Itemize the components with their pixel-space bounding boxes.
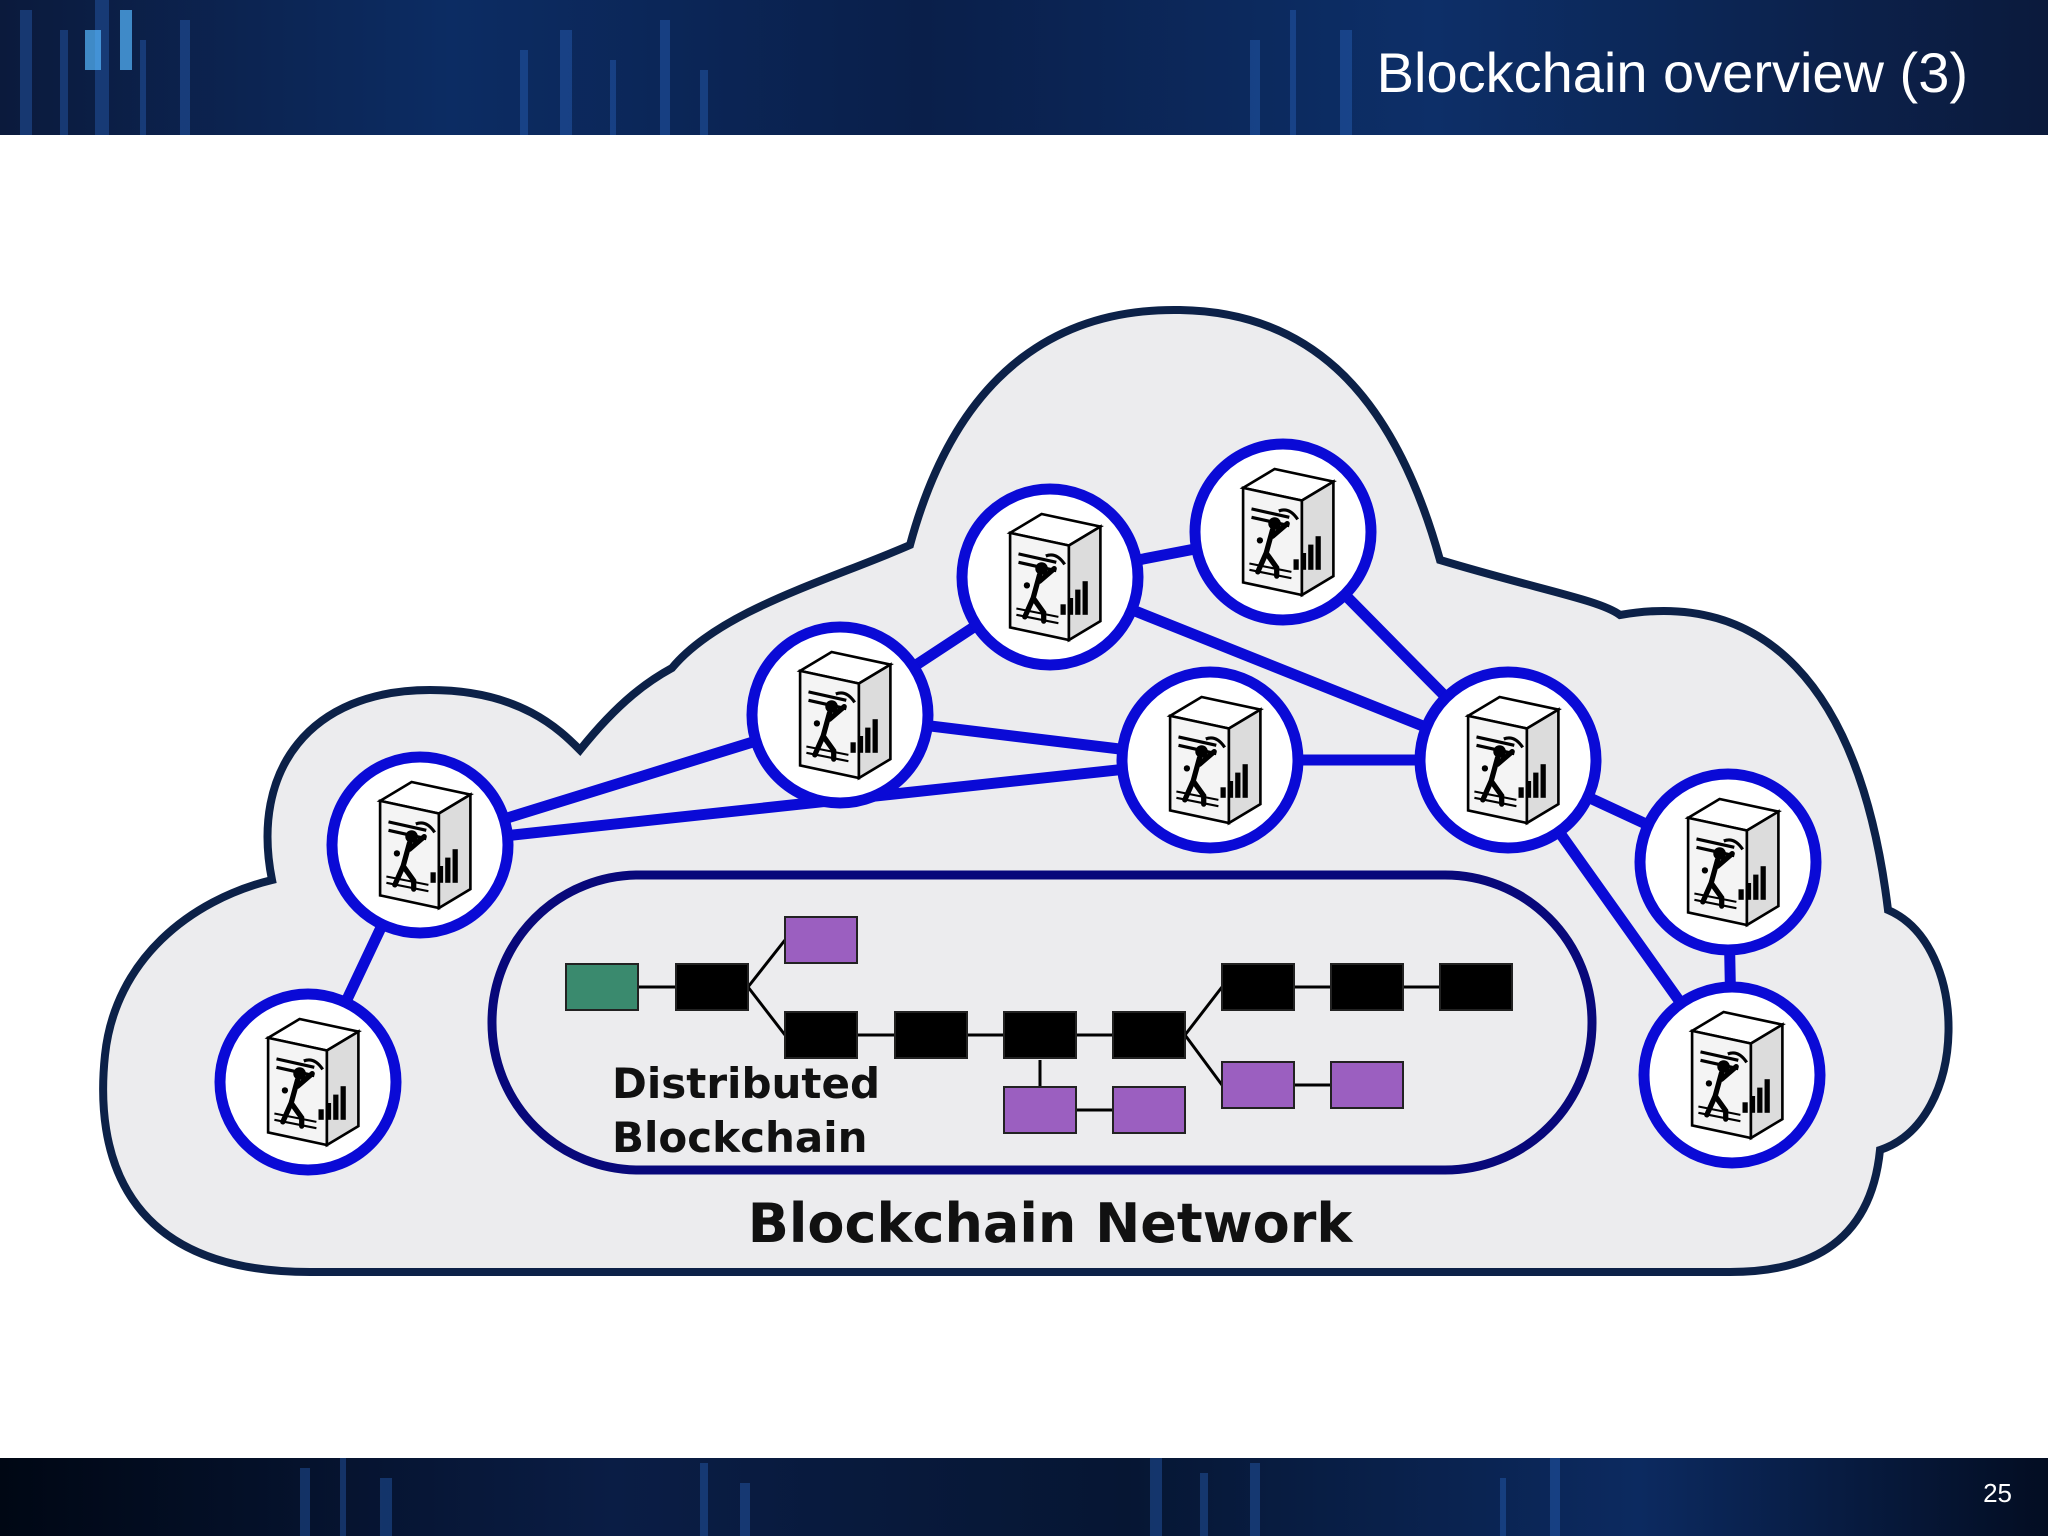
miner-node [1189,438,1377,626]
mining-server-icon [800,652,890,778]
network-nodes [214,438,1826,1176]
miner-node [1414,666,1602,854]
blockchain-label-line1: Distributed [612,1059,880,1108]
chain-block [1330,963,1404,1011]
chain-block [1439,963,1513,1011]
blockchain-label-line2: Blockchain [612,1113,868,1162]
blockchain-blocks [565,916,1513,1134]
miner-node [214,988,402,1176]
chain-block [675,963,749,1011]
mining-server-icon [1468,697,1558,823]
page-number: 25 [1983,1478,2012,1508]
orphan-block [1330,1061,1404,1109]
network-label: Blockchain Network [748,1192,1354,1255]
orphan-block [784,916,858,964]
header-background-graphic [20,0,1352,135]
miner-node [1116,666,1304,854]
mining-server-icon [268,1019,358,1145]
mining-server-icon [1243,469,1333,595]
chain-block [1221,963,1295,1011]
slide-footer: 25 [0,1458,2048,1536]
miner-node [1638,981,1826,1169]
slide-title: Blockchain overview (3) [1376,41,1968,104]
chain-block [784,1011,858,1059]
chain-block [894,1011,968,1059]
mining-server-icon [1688,799,1778,925]
chain-block [1112,1011,1186,1059]
orphan-block [1003,1086,1077,1134]
chain-block [1003,1011,1077,1059]
blockchain-network-diagram: Distributed Blockchain [99,305,1953,1276]
mining-server-icon [1170,697,1260,823]
miner-node [746,621,934,809]
miner-node [1634,768,1822,956]
miner-node [326,751,514,939]
blockchain-connectors [638,939,1440,1112]
orphan-block [1112,1086,1186,1134]
genesis-block [565,963,639,1011]
slide-header: Blockchain overview (3) [0,0,2048,135]
mining-server-icon [380,782,470,908]
footer-background-graphic [300,1458,1560,1536]
miner-node [956,483,1144,671]
mining-server-icon [1010,514,1100,640]
orphan-block [1221,1061,1295,1109]
mining-server-icon [1692,1012,1782,1138]
